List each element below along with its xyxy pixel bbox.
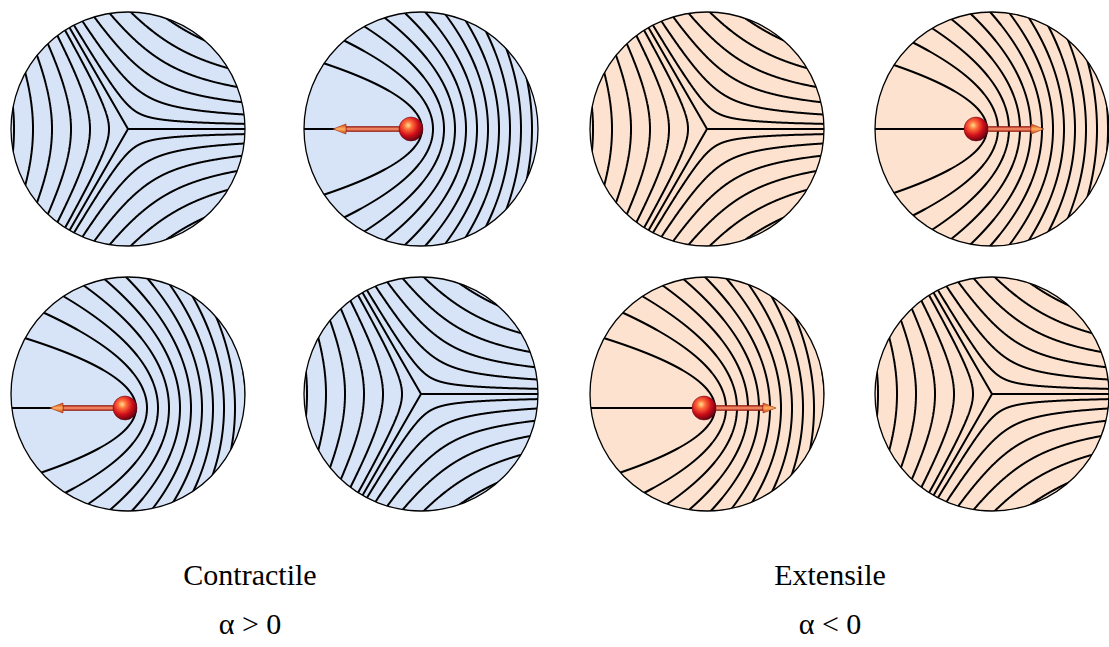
- field-line: [900, 433, 1109, 631]
- disk-outline: [875, 277, 1109, 511]
- field-line: [252, 203, 307, 584]
- field-line: [0, 0, 14, 320]
- field-line: [912, 445, 1109, 636]
- disk-outline: [590, 12, 824, 246]
- disk-fill: [11, 277, 245, 511]
- field-line: [870, 176, 1109, 391]
- field-line: [0, 111, 180, 647]
- field-line: [534, 57, 814, 647]
- field-line: [128, 128, 250, 130]
- field-line: [870, 397, 1109, 612]
- field-line: [360, 185, 737, 631]
- field-line: [78, 6, 422, 252]
- field-line: [277, 181, 364, 607]
- field-line: [912, 152, 1109, 343]
- field-line: [421, 393, 543, 395]
- disk-outline: [304, 12, 538, 246]
- velocity-arrow-head: [333, 124, 346, 134]
- disk-outline: [11, 12, 245, 246]
- velocity-arrow-head: [763, 403, 776, 413]
- disk-outline: [875, 12, 1109, 246]
- field-line: [707, 128, 829, 130]
- field-line: [833, 196, 897, 592]
- field-line: [492, 57, 803, 647]
- field-line: [381, 57, 781, 647]
- defect-sphere: [964, 117, 988, 141]
- field-line: [900, 157, 1109, 355]
- parameter-label: α > 0: [219, 607, 282, 640]
- field-line: [643, 6, 987, 252]
- field-line: [856, 178, 954, 609]
- field-line: [358, 111, 759, 647]
- disk-outline: [11, 277, 245, 511]
- field-line: [0, 79, 191, 647]
- field-line: [0, 229, 147, 587]
- field-line: [538, 0, 593, 320]
- field-line: [0, 57, 213, 647]
- defect-sphere: [692, 396, 716, 420]
- field-line: [77, 0, 433, 306]
- field-line: [0, 147, 169, 647]
- field-line: [0, 57, 202, 647]
- parameter-label: α < 0: [799, 607, 862, 640]
- field-line: [585, 407, 704, 409]
- field-line: [870, 128, 976, 130]
- disk-fill: [304, 12, 538, 246]
- field-line: [823, 203, 878, 584]
- field-line: [864, 179, 973, 609]
- velocity-arrow-head: [50, 403, 63, 413]
- field-line: [0, 0, 52, 336]
- field-line: [285, 178, 383, 609]
- field-line: [848, 181, 935, 607]
- field-line: [442, 57, 792, 647]
- field-line: [262, 196, 326, 592]
- field-line: [0, 0, 71, 342]
- regime-label: Contractile: [183, 558, 316, 591]
- field-line: [889, 422, 1109, 629]
- field-line: [879, 163, 1109, 376]
- field-line: [293, 179, 402, 609]
- defect-sphere: [399, 117, 423, 141]
- field-line: [361, 147, 748, 647]
- disk-outline: [304, 277, 538, 511]
- disk-outline: [590, 277, 824, 511]
- field-line: [360, 283, 715, 533]
- field-line: [548, 0, 612, 327]
- field-line: [879, 412, 1109, 625]
- defect-sphere: [113, 396, 137, 420]
- field-line: [0, 185, 158, 631]
- field-line: [642, 0, 998, 306]
- field-line: [360, 79, 770, 647]
- velocity-arrow-head: [1031, 124, 1044, 134]
- disk-fill: [590, 277, 824, 511]
- regime-label: Extensile: [774, 558, 886, 591]
- field-line: [992, 393, 1109, 395]
